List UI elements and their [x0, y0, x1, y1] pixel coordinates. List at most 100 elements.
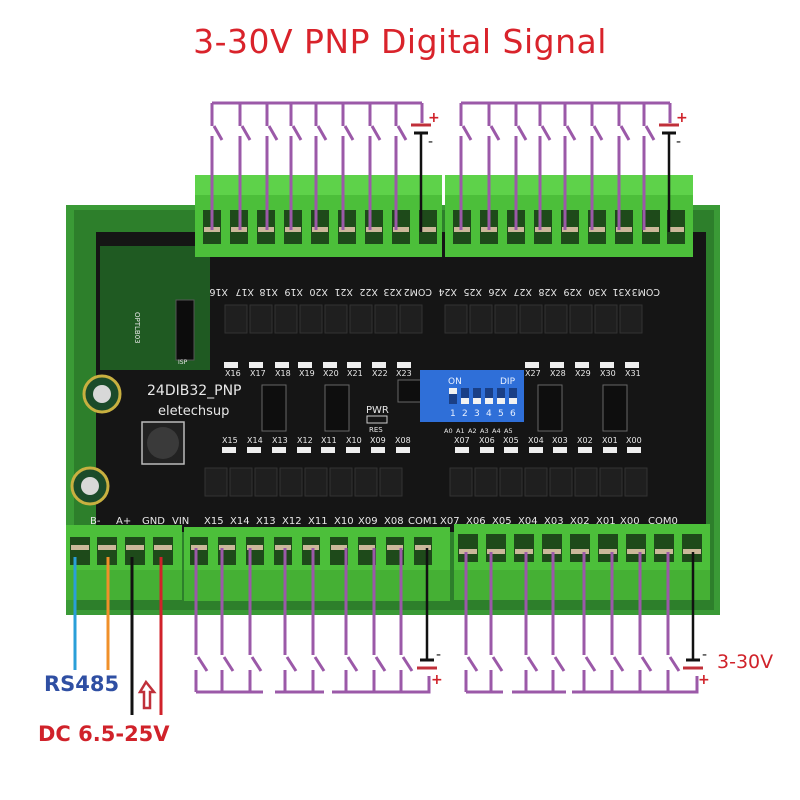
- terminal-block-top-right[interactable]: [445, 175, 693, 257]
- svg-text:X16: X16: [209, 286, 228, 297]
- optocoupler-row-bottom: [204, 467, 648, 497]
- dip-switch[interactable]: [420, 370, 524, 422]
- svg-text:X00: X00: [626, 436, 642, 445]
- svg-text:X27: X27: [525, 369, 541, 378]
- optocoupler-row-top: [224, 304, 643, 334]
- res-jumper: [366, 415, 388, 424]
- svg-text:X17: X17: [235, 286, 254, 297]
- svg-text:X15: X15: [204, 516, 224, 527]
- svg-text:COM1: COM1: [408, 516, 438, 527]
- svg-text:X21: X21: [334, 286, 353, 297]
- svg-text:A2: A2: [468, 427, 477, 435]
- dip-dip-label: DIP: [500, 377, 516, 387]
- svg-text:X19: X19: [284, 286, 303, 297]
- bottom-right-switch-wiring: [464, 552, 699, 694]
- svg-text:-: -: [702, 647, 707, 663]
- svg-text:COM2: COM2: [404, 286, 432, 297]
- res-label: RES: [369, 426, 383, 434]
- svg-text:X16: X16: [225, 369, 241, 378]
- dip-address-labels: A0 A1 A2 A3 A4 A5: [444, 427, 513, 435]
- svg-text:+: +: [698, 672, 710, 688]
- svg-text:X12: X12: [297, 436, 313, 445]
- svg-text:X10: X10: [334, 516, 354, 527]
- led-labels-top: X16 X17 X18 X19 X20 X21 X22 X23 X27 X28 …: [225, 369, 641, 378]
- dip-on-label: ON: [448, 377, 462, 387]
- svg-text:2: 2: [462, 409, 468, 419]
- dip-levers: [449, 388, 517, 404]
- svg-text:X28: X28: [550, 369, 566, 378]
- svg-text:GND: GND: [142, 516, 165, 527]
- svg-text:X14: X14: [247, 436, 263, 445]
- svg-text:X23: X23: [383, 286, 402, 297]
- arrow-up-icon: [137, 679, 157, 710]
- svg-text:X13: X13: [256, 516, 276, 527]
- svg-text:X24: X24: [438, 286, 457, 297]
- svg-text:-: -: [436, 647, 441, 663]
- svg-text:-: -: [676, 134, 681, 150]
- svg-text:B-: B-: [90, 516, 101, 527]
- svg-text:X05: X05: [492, 516, 512, 527]
- svg-text:A5: A5: [504, 427, 513, 435]
- svg-text:X31: X31: [625, 369, 641, 378]
- svg-text:5: 5: [498, 409, 504, 419]
- svg-text:X08: X08: [384, 516, 404, 527]
- terminal-block-power-rs485[interactable]: [66, 525, 182, 600]
- isp-label: ISP: [178, 359, 188, 366]
- svg-text:X11: X11: [308, 516, 328, 527]
- svg-text:VIN: VIN: [172, 516, 189, 527]
- dip-slots: [449, 388, 517, 404]
- svg-text:X13: X13: [272, 436, 288, 445]
- svg-text:A+: A+: [116, 516, 131, 527]
- svg-text:6: 6: [510, 409, 516, 419]
- svg-text:+: +: [676, 110, 688, 126]
- bottom-terminal-labels: B- A+ GND VIN X15 X14 X13 X12 X11 X10 X0…: [90, 516, 678, 527]
- svg-text:X06: X06: [479, 436, 495, 445]
- svg-text:X01: X01: [596, 516, 616, 527]
- svg-text:X07: X07: [454, 436, 470, 445]
- svg-text:X02: X02: [577, 436, 593, 445]
- svg-text:X29: X29: [575, 369, 591, 378]
- svg-text:X22: X22: [372, 369, 388, 378]
- terminal-block-top-left[interactable]: [195, 175, 442, 257]
- svg-text:X14: X14: [230, 516, 250, 527]
- isp-header: [175, 299, 195, 361]
- board-brand: eletechsup: [158, 404, 229, 419]
- svg-text:X09: X09: [370, 436, 386, 445]
- svg-text:X19: X19: [299, 369, 315, 378]
- svg-text:X10: X10: [346, 436, 362, 445]
- svg-text:+: +: [428, 110, 440, 126]
- svg-text:X08: X08: [395, 436, 411, 445]
- svg-text:X26: X26: [488, 286, 507, 297]
- svg-text:X12: X12: [282, 516, 302, 527]
- svg-text:X17: X17: [250, 369, 266, 378]
- rs485-label: RS485: [44, 672, 120, 696]
- signal-voltage-label: 3-30V: [717, 651, 774, 673]
- bottom-left-battery: - +: [417, 548, 443, 688]
- svg-text:X31: X31: [612, 286, 631, 297]
- svg-text:X23: X23: [396, 369, 412, 378]
- svg-text:X20: X20: [323, 369, 339, 378]
- svg-text:X06: X06: [466, 516, 486, 527]
- terminal-block-bottom-left[interactable]: [184, 527, 450, 601]
- board-model: 24DIB32_PNP: [147, 383, 242, 399]
- dip-position-numbers: 1 2 3 4 5 6: [450, 409, 516, 419]
- svg-text:A1: A1: [456, 427, 465, 435]
- svg-text:X03: X03: [552, 436, 568, 445]
- bottom-left-switch-wiring: [194, 548, 431, 694]
- svg-text:X21: X21: [347, 369, 363, 378]
- dc-supply-label: DC 6.5-25V: [38, 722, 170, 746]
- status-leds-bottom: [222, 447, 641, 453]
- svg-text:X04: X04: [518, 516, 538, 527]
- bottom-right-battery: - +: [683, 552, 710, 688]
- svg-text:X15: X15: [222, 436, 238, 445]
- svg-text:+: +: [431, 672, 443, 688]
- svg-text:A0: A0: [444, 427, 453, 435]
- module-label: OPTLB03: [133, 312, 141, 344]
- svg-text:X01: X01: [602, 436, 618, 445]
- svg-text:COM3: COM3: [632, 286, 660, 297]
- svg-text:X30: X30: [600, 369, 616, 378]
- svg-text:4: 4: [486, 409, 492, 419]
- svg-text:X04: X04: [528, 436, 544, 445]
- svg-text:X07: X07: [440, 516, 460, 527]
